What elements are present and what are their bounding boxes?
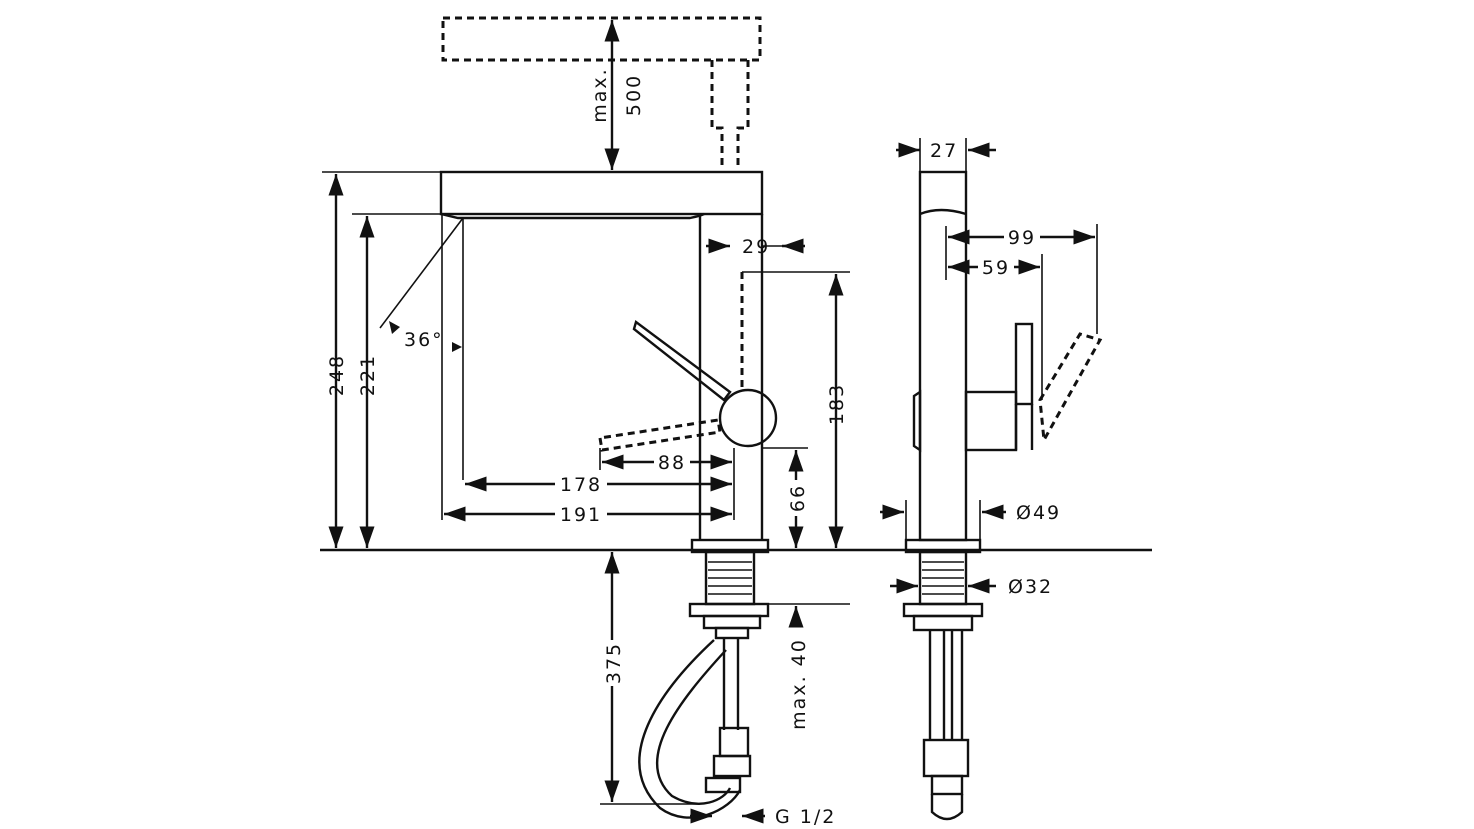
side-base — [902, 538, 984, 821]
dim-248: 248 — [326, 354, 348, 396]
front-view: max. 500 248 221 36° 29 183 88 — [320, 16, 850, 828]
dim-diameter-49: Ø49 — [1016, 502, 1061, 524]
raised-spout-outline — [441, 16, 762, 170]
spout — [439, 170, 764, 540]
dim-59: 59 — [982, 257, 1010, 279]
dim-max-500-value: 500 — [623, 74, 645, 116]
dim-max-500-label: max. — [589, 67, 611, 122]
dim-27: 27 — [930, 140, 958, 162]
dim-66: 66 — [787, 484, 809, 512]
dim-191: 191 — [560, 504, 602, 526]
dim-99: 99 — [1008, 227, 1036, 249]
dim-221: 221 — [357, 354, 379, 396]
dim-183: 183 — [826, 383, 848, 425]
base-assembly — [638, 538, 770, 819]
dim-88: 88 — [658, 452, 686, 474]
dim-178: 178 — [560, 474, 602, 496]
dim-thread-g12: G 1/2 — [775, 806, 836, 828]
dim-29: 29 — [742, 236, 770, 258]
dim-375: 375 — [603, 642, 625, 684]
side-view: 27 99 59 Ø49 Ø32 — [850, 138, 1152, 821]
lever — [598, 272, 778, 452]
dim-diameter-32: Ø32 — [1008, 576, 1053, 598]
dim-max-40: max. 40 — [788, 638, 810, 730]
dim-angle-36: 36° — [404, 329, 444, 351]
